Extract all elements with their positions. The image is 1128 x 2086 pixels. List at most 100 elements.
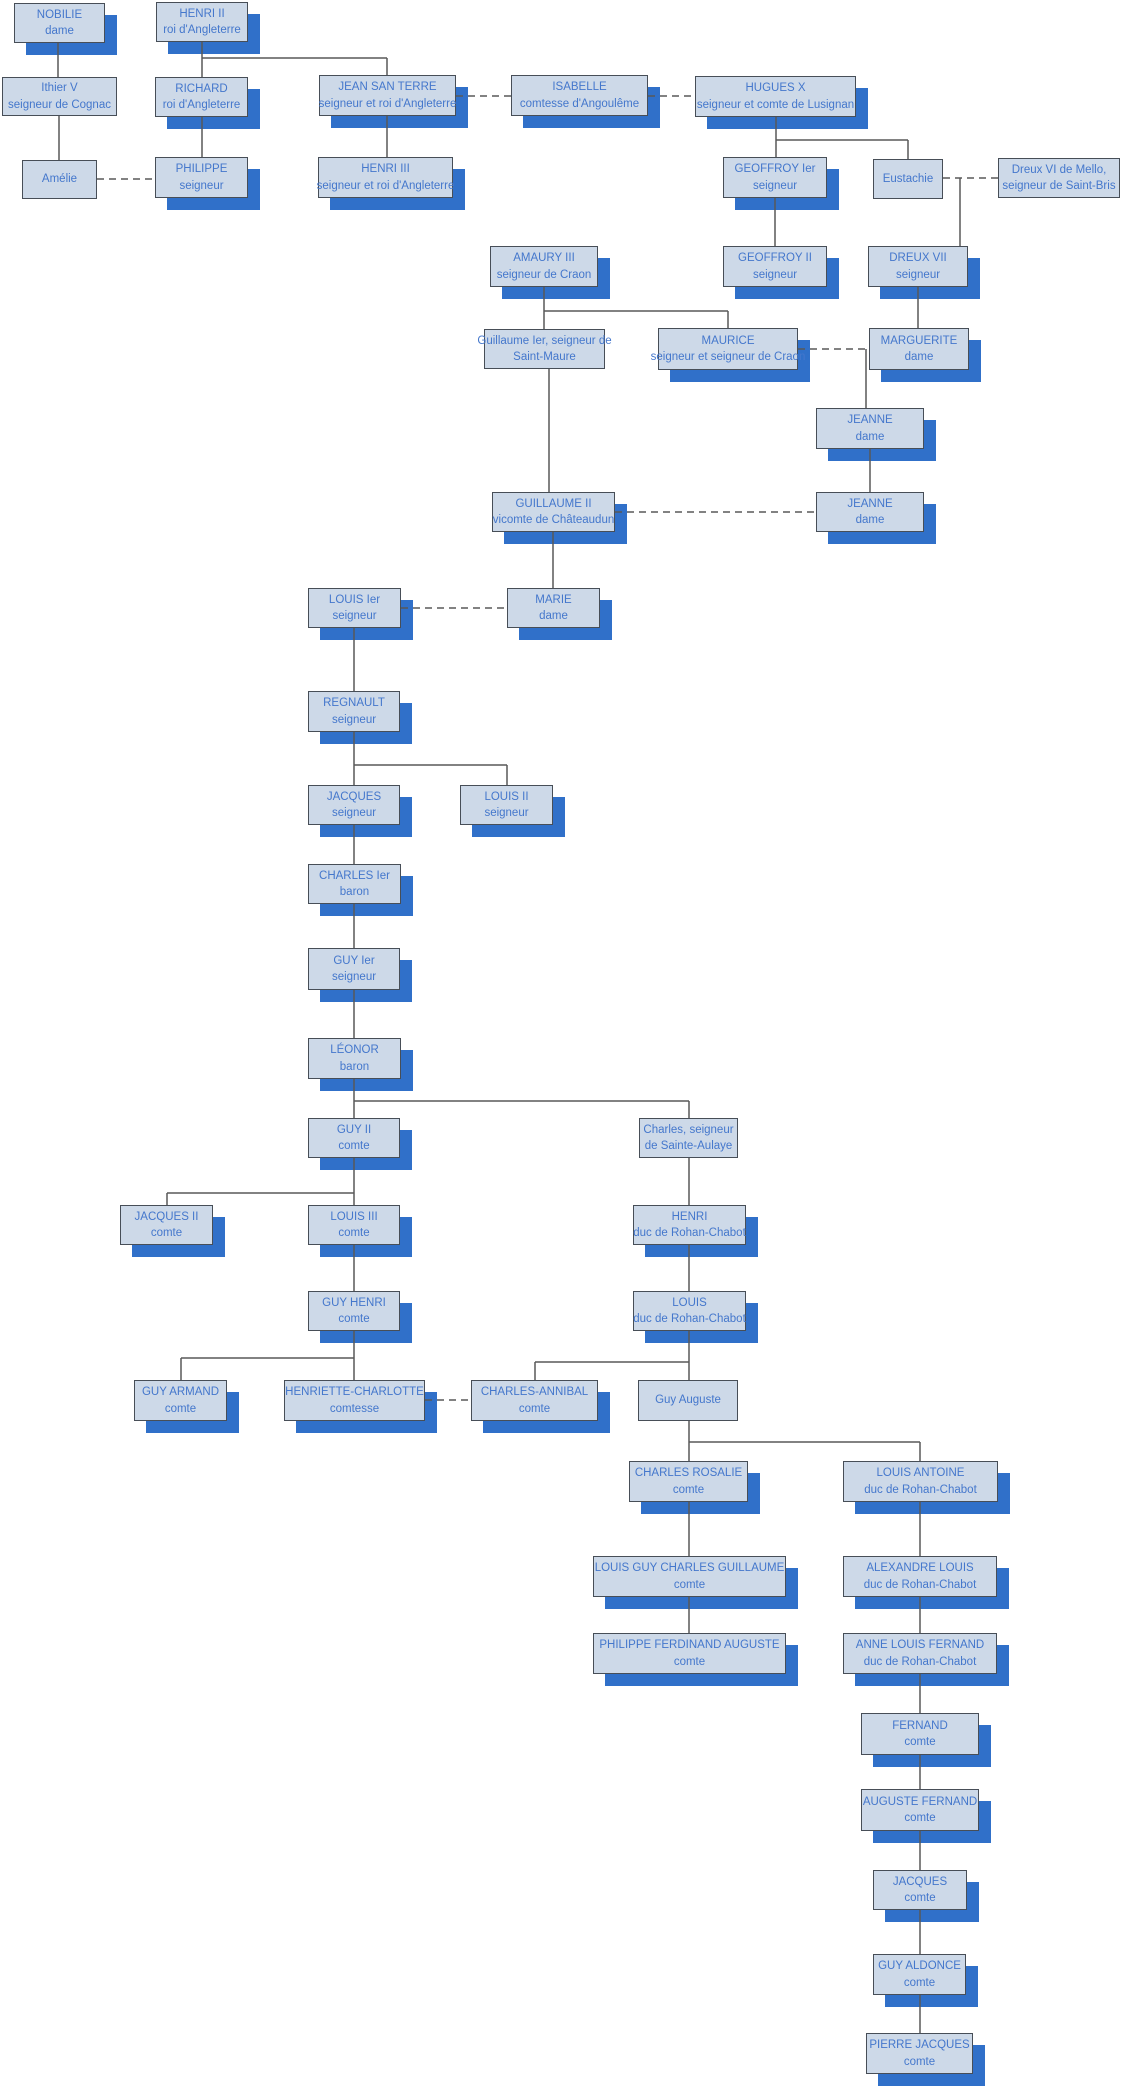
person-name: HENRIETTE-CHARLOTTE bbox=[285, 1386, 424, 1399]
person-charles-sainte-aulaye[interactable]: Charles, seigneur de Sainte-Aulaye bbox=[639, 1118, 738, 1158]
person-name: Amélie bbox=[41, 173, 78, 186]
person-charles-annibal[interactable]: CHARLES-ANNIBAL comte bbox=[471, 1380, 598, 1421]
person-jacques-i[interactable]: JACQUES seigneur bbox=[308, 785, 400, 825]
person-marguerite[interactable]: MARGUERITE dame bbox=[869, 328, 969, 370]
person-title: dame bbox=[539, 610, 568, 622]
person-title: seigneur bbox=[752, 179, 798, 192]
person-name: HENRI II bbox=[179, 7, 225, 20]
person-name: Eustachie bbox=[882, 172, 934, 185]
person-name: Charles, seigneur bbox=[643, 1123, 734, 1136]
person-name: HUGUES X bbox=[745, 82, 806, 95]
person-title: comte bbox=[673, 1578, 706, 1591]
person-name: PIERRE JACQUES bbox=[869, 2039, 970, 2052]
person-louis-guy-charles-guillaume[interactable]: LOUIS GUY CHARLES GUILLAUME comte bbox=[593, 1556, 786, 1597]
person-leonor[interactable]: LÉONOR baron bbox=[308, 1038, 401, 1079]
person-name: Guillaume Ier, seigneur de bbox=[477, 334, 612, 347]
person-title: comte bbox=[150, 1227, 183, 1239]
person-name: LOUIS GUY CHARLES GUILLAUME bbox=[594, 1562, 785, 1575]
person-title: de Sainte-Aulaye bbox=[644, 1140, 733, 1152]
person-title: seigneur bbox=[179, 179, 224, 192]
person-name: GUY ARMAND bbox=[141, 1386, 220, 1399]
person-title: seigneur bbox=[331, 807, 377, 819]
person-title: roi d'Angleterre bbox=[162, 99, 241, 111]
person-name: GUY Ier bbox=[333, 954, 375, 967]
person-guy-auguste[interactable]: Guy Auguste bbox=[638, 1380, 738, 1421]
person-title: seigneur bbox=[332, 610, 377, 622]
person-jacques-ii[interactable]: JACQUES II comte bbox=[120, 1205, 213, 1245]
person-title: dame bbox=[904, 351, 934, 363]
person-amelie[interactable]: Amélie bbox=[22, 160, 97, 199]
person-name: HENRI III bbox=[361, 163, 410, 176]
person-title: seigneur et roi d'Angleterre bbox=[316, 179, 455, 192]
person-henri-rohan-chabot[interactable]: HENRI duc de Rohan-Chabot bbox=[633, 1205, 746, 1245]
person-title: seigneur de Cognac bbox=[8, 98, 111, 111]
person-name: JEANNE bbox=[847, 414, 893, 427]
person-henri-iii[interactable]: HENRI III seigneur et roi d'Angleterre bbox=[316, 157, 455, 198]
person-title: seigneur bbox=[484, 807, 529, 819]
person-name: MARGUERITE bbox=[880, 334, 958, 347]
person-title: comte bbox=[518, 1402, 551, 1415]
person-name: LOUIS III bbox=[330, 1210, 378, 1223]
person-name: RICHARD bbox=[175, 82, 228, 95]
person-title: baron bbox=[339, 1060, 370, 1073]
person-richard[interactable]: RICHARD roi d'Angleterre bbox=[155, 77, 248, 117]
person-title: comte bbox=[904, 1812, 936, 1824]
person-name: JACQUES II bbox=[134, 1210, 199, 1223]
person-dreux-vi[interactable]: Dreux VI de Mello,seigneur de Saint-Bris bbox=[998, 158, 1120, 198]
person-name: HENRI bbox=[671, 1210, 708, 1223]
person-eustachie[interactable]: Eustachie bbox=[873, 159, 943, 199]
person-hugues-x[interactable]: HUGUES X seigneur et comte de Lusignan bbox=[695, 76, 856, 117]
person-name: GUY HENRI bbox=[322, 1296, 386, 1309]
person-title: duc de Rohan-Chabot bbox=[633, 1227, 746, 1239]
person-title: comte bbox=[673, 1655, 706, 1668]
person-name: JACQUES bbox=[892, 1875, 948, 1888]
person-name: CHARLES Ier bbox=[319, 869, 390, 882]
person-name: FERNAND bbox=[892, 1719, 948, 1732]
person-name: CHARLES-ANNIBAL bbox=[480, 1386, 589, 1399]
person-title: dame bbox=[45, 25, 74, 37]
person-title: seigneur bbox=[331, 713, 377, 726]
person-title: seigneur et comte de Lusignan bbox=[696, 98, 855, 111]
person-name: LÉONOR bbox=[330, 1044, 379, 1057]
person-name: JACQUES bbox=[326, 790, 382, 803]
person-title: seigneur bbox=[895, 268, 941, 281]
